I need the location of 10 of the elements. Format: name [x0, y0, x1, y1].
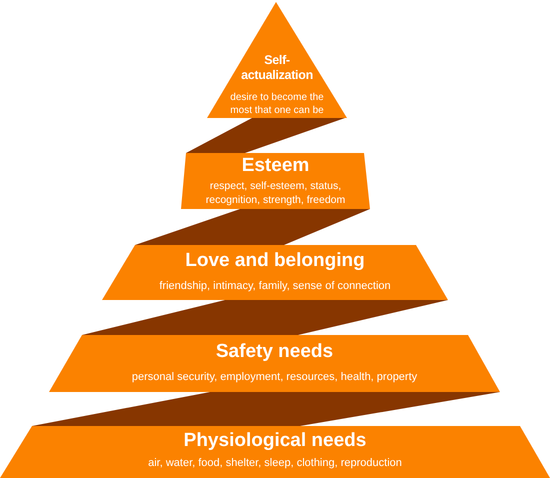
tier-description: respect, self-esteem, status, recognition, strength, freedom: [204, 179, 346, 207]
tier-title: Love and belonging: [184, 250, 366, 272]
tier-description: desire to become the most that one can be: [229, 91, 325, 117]
tier-description: personal security, employment, resources, health, property: [130, 370, 418, 384]
tier-title: Esteem: [240, 155, 310, 177]
tier-title: Safety needs: [214, 341, 334, 363]
tier-description: friendship, intimacy, family, sense of connection: [158, 279, 392, 293]
tier-description: air, water, food, shelter, sleep, clothing, reproduction: [147, 456, 403, 470]
tier-title: Self-actualization: [240, 53, 314, 83]
tier-title: Physiological needs: [182, 430, 368, 452]
